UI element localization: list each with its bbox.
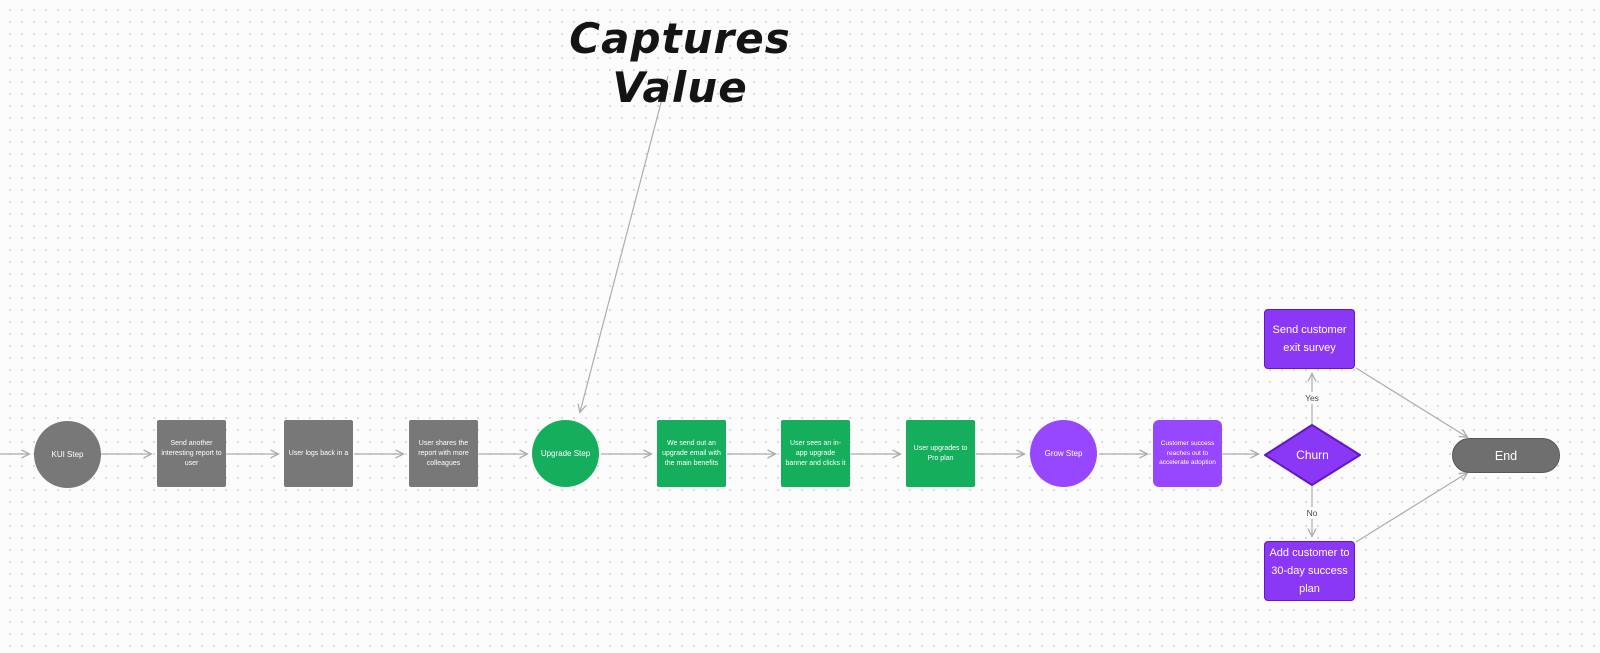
node-label: Upgrade Step [540, 449, 591, 458]
node-send-report[interactable]: Send another interesting report to user [157, 420, 226, 487]
node-label: Customer success reaches out to accelera… [1159, 440, 1216, 467]
node-label: Grow Step [1044, 449, 1083, 458]
node-label: KUI Step [51, 450, 84, 459]
node-exit-survey[interactable]: Send customer exit survey [1264, 309, 1355, 369]
node-customer-success[interactable]: Customer success reaches out to accelera… [1153, 420, 1222, 487]
node-success-plan[interactable]: Add customer to 30-day success plan [1264, 541, 1355, 601]
connector-success-plan-to-end[interactable] [1355, 473, 1467, 543]
node-logs-back[interactable]: User logs back in a [284, 420, 353, 487]
node-label: User sees an in-app upgrade banner and c… [785, 439, 846, 467]
node-label: We send out an upgrade email with the ma… [662, 439, 721, 467]
node-shares-report[interactable]: User shares the report with more colleag… [409, 420, 478, 487]
node-end[interactable]: End [1452, 438, 1560, 473]
annotation-title[interactable]: Captures Value [569, 14, 791, 112]
node-pro-plan[interactable]: User upgrades to Pro plan [906, 420, 975, 487]
branch-label-no: No [1303, 507, 1321, 519]
node-churn-diamond[interactable] [1264, 424, 1361, 486]
node-label: Send customer exit survey [1272, 324, 1347, 354]
node-label: User shares the report with more colleag… [418, 439, 469, 467]
node-upgrade-email[interactable]: We send out an upgrade email with the ma… [657, 420, 726, 487]
node-label: Send another interesting report to user [161, 439, 222, 467]
node-label: User logs back in a [288, 449, 349, 457]
connector-exit-survey-to-end[interactable] [1355, 367, 1467, 437]
node-label: User upgrades to Pro plan [913, 444, 968, 462]
node-kui-step[interactable]: KUI Step [34, 421, 101, 488]
branch-label-yes: Yes [1302, 392, 1322, 404]
node-label: End [1494, 448, 1518, 463]
node-label: Add customer to 30-day success plan [1269, 547, 1350, 595]
annotation-arrow[interactable] [580, 75, 669, 412]
node-upgrade-banner[interactable]: User sees an in-app upgrade banner and c… [781, 420, 850, 487]
node-upgrade-step[interactable]: Upgrade Step [532, 420, 599, 487]
node-grow-step[interactable]: Grow Step [1030, 420, 1097, 487]
